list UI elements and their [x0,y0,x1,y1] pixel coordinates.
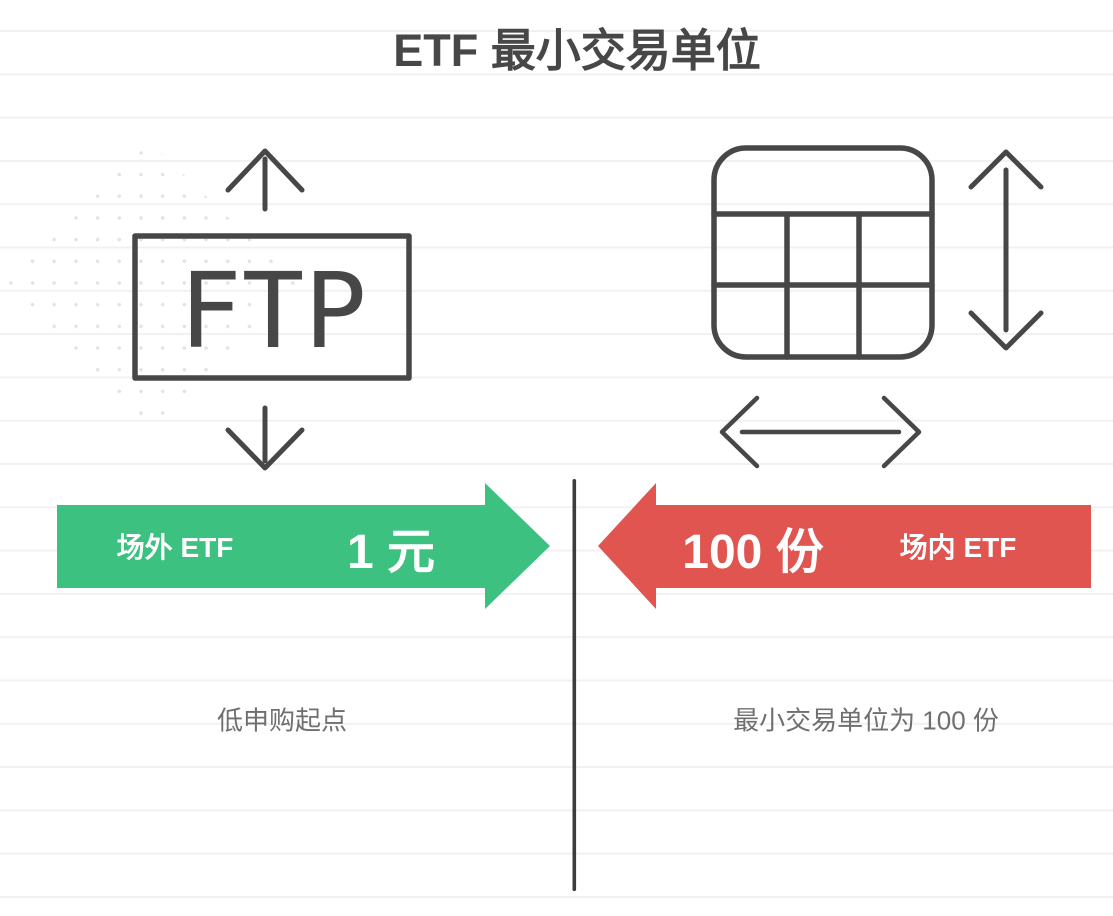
ftp-label: FTP [179,250,367,372]
table-outline [711,145,935,360]
arrow-down-icon [225,405,305,471]
page-title: ETF 最小交易单位 [393,25,761,76]
green-arrow-banner [57,483,550,609]
red-arrow-banner [598,483,1091,609]
table-grid-resize-arrows-icon [711,145,1044,469]
horizontal-double-arrow-icon [719,395,922,469]
right-caption: 最小交易单位为 100 份 [733,705,999,736]
offsite-etf-value: 1 元 [346,526,436,579]
ftp-box-outline [132,233,412,381]
arrow-up-icon [225,148,305,212]
onsite-etf-label: 场内 ETF [899,532,1017,563]
ftp-box-up-down-arrows-icon: FTP [132,148,412,471]
vertical-double-arrow-icon [968,149,1044,351]
offsite-etf-label: 场外 ETF [116,532,234,563]
center-divider-line [572,479,577,891]
onsite-etf-value: 100 份 [682,526,824,579]
left-caption: 低申购起点 [216,705,348,736]
